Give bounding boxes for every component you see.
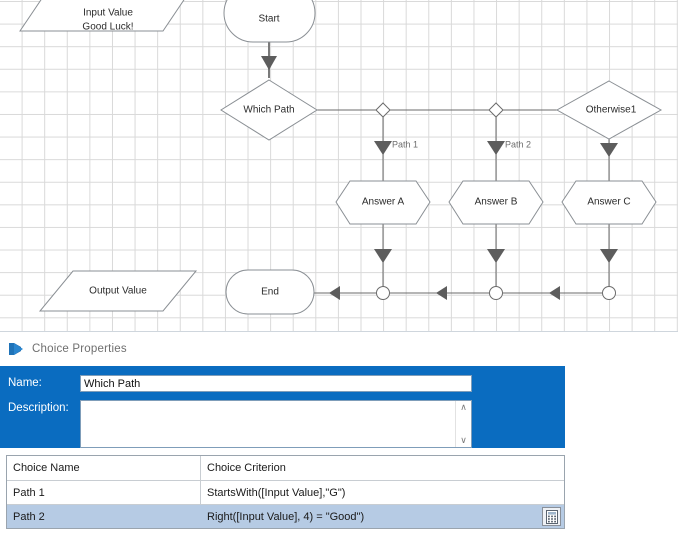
- description-scrollbar[interactable]: ∧ ∨: [455, 401, 471, 447]
- node-input-value[interactable]: Input Value Good Luck!: [19, 0, 196, 33]
- arrow-collector-2: [436, 286, 447, 300]
- blue-ribbon-icon: [9, 343, 23, 355]
- scroll-up-icon[interactable]: ∧: [460, 402, 467, 412]
- node-which-path[interactable]: Which Path: [220, 79, 318, 141]
- name-field-label: Name:: [8, 377, 42, 389]
- merge-node-a: [376, 286, 390, 300]
- connector-answerC-down: [600, 224, 618, 293]
- name-input[interactable]: [80, 375, 472, 392]
- edge-label-path-1: Path 1: [392, 139, 418, 149]
- node-answer-c[interactable]: Answer C: [561, 180, 657, 225]
- flowchart-canvas[interactable]: Input Value Good Luck! Start Which Path …: [0, 0, 678, 332]
- connector-start-to-which: [261, 42, 277, 78]
- table-row[interactable]: Path 2 Right([Input Value], 4) = "Good"): [7, 505, 564, 528]
- connector-answerB-down: [487, 224, 505, 293]
- junction-path1: [375, 102, 391, 118]
- cell-choice-criterion[interactable]: Right([Input Value], 4) = "Good"): [207, 510, 365, 523]
- cell-choice-name[interactable]: Path 2: [7, 505, 201, 528]
- scroll-down-icon[interactable]: ∨: [460, 435, 467, 445]
- node-output-value[interactable]: Output Value: [38, 270, 198, 312]
- connector-answerA-down: [374, 224, 392, 293]
- node-output-value-label: Output Value: [89, 286, 147, 297]
- properties-section-header: Choice Properties: [0, 332, 678, 366]
- cell-choice-name[interactable]: Path 1: [7, 481, 201, 504]
- node-input-value-label: Input Value: [83, 8, 133, 19]
- merge-node-b: [489, 286, 503, 300]
- node-answer-b[interactable]: Answer B: [448, 180, 544, 225]
- grid-header-row: Choice Name Choice Criterion: [7, 456, 564, 481]
- node-answer-a-label: Answer A: [362, 197, 405, 208]
- arrow-collector-3: [549, 286, 560, 300]
- choice-criteria-grid[interactable]: Choice Name Choice Criterion Path 1 Star…: [6, 455, 565, 529]
- connector-path1-to-answerA: [374, 117, 392, 182]
- node-end-label: End: [261, 287, 279, 298]
- column-header-choice-name: Choice Name: [7, 456, 201, 480]
- description-field-label: Description:: [8, 402, 69, 414]
- calculator-icon: [545, 509, 558, 524]
- cell-choice-criterion[interactable]: StartsWith([Input Value],"G"): [207, 486, 346, 499]
- node-answer-c-label: Answer C: [587, 197, 630, 208]
- node-input-value-label2: Good Luck!: [82, 22, 133, 33]
- arrow-to-end: [329, 286, 340, 300]
- node-answer-b-label: Answer B: [475, 197, 518, 208]
- node-start[interactable]: Start: [223, 0, 316, 43]
- node-otherwise1[interactable]: Otherwise1: [555, 80, 663, 140]
- connector-path2-to-answerB: [487, 117, 505, 182]
- column-header-choice-criterion: Choice Criterion: [207, 462, 286, 474]
- table-row[interactable]: Path 1 StartsWith([Input Value],"G"): [7, 481, 564, 505]
- node-otherwise1-label: Otherwise1: [586, 105, 637, 116]
- node-answer-a[interactable]: Answer A: [335, 180, 431, 225]
- node-end[interactable]: End: [225, 269, 315, 315]
- edge-label-path-2: Path 2: [505, 139, 531, 149]
- junction-path2: [488, 102, 504, 118]
- choice-properties-panel: Name: Description: ∧ ∨: [0, 366, 565, 448]
- properties-title: Choice Properties: [32, 343, 127, 355]
- description-field-wrapper: ∧ ∨: [80, 400, 472, 448]
- merge-node-c: [602, 286, 616, 300]
- description-input[interactable]: [81, 401, 456, 447]
- expression-builder-button[interactable]: [542, 507, 561, 526]
- node-start-label: Start: [258, 14, 279, 25]
- node-which-path-label: Which Path: [243, 105, 294, 116]
